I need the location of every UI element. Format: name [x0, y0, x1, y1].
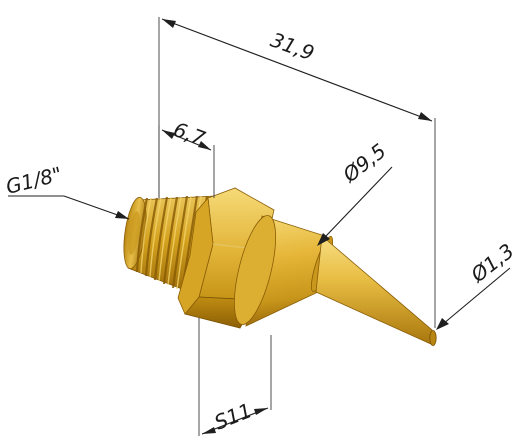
body-diameter-label: Ø9,5	[338, 139, 391, 188]
wrench-size-label: S11	[211, 398, 255, 435]
thread-label: G1/8"	[3, 162, 64, 199]
dimension-body-diameter: Ø9,5	[317, 139, 393, 246]
dimension-thread: G1/8"	[3, 162, 130, 220]
overall-length-label: 31,9	[267, 28, 317, 66]
dimension-hex-length: 6,7	[158, 117, 215, 198]
tip-diameter-label: Ø1,3	[466, 239, 519, 288]
nozzle-part	[123, 187, 437, 346]
dimension-tip-diameter: Ø1,3	[436, 239, 519, 330]
body-section	[233, 215, 334, 327]
thread-section	[123, 195, 216, 297]
dimension-wrench-size: S11	[198, 318, 272, 436]
tip-section	[315, 235, 437, 346]
